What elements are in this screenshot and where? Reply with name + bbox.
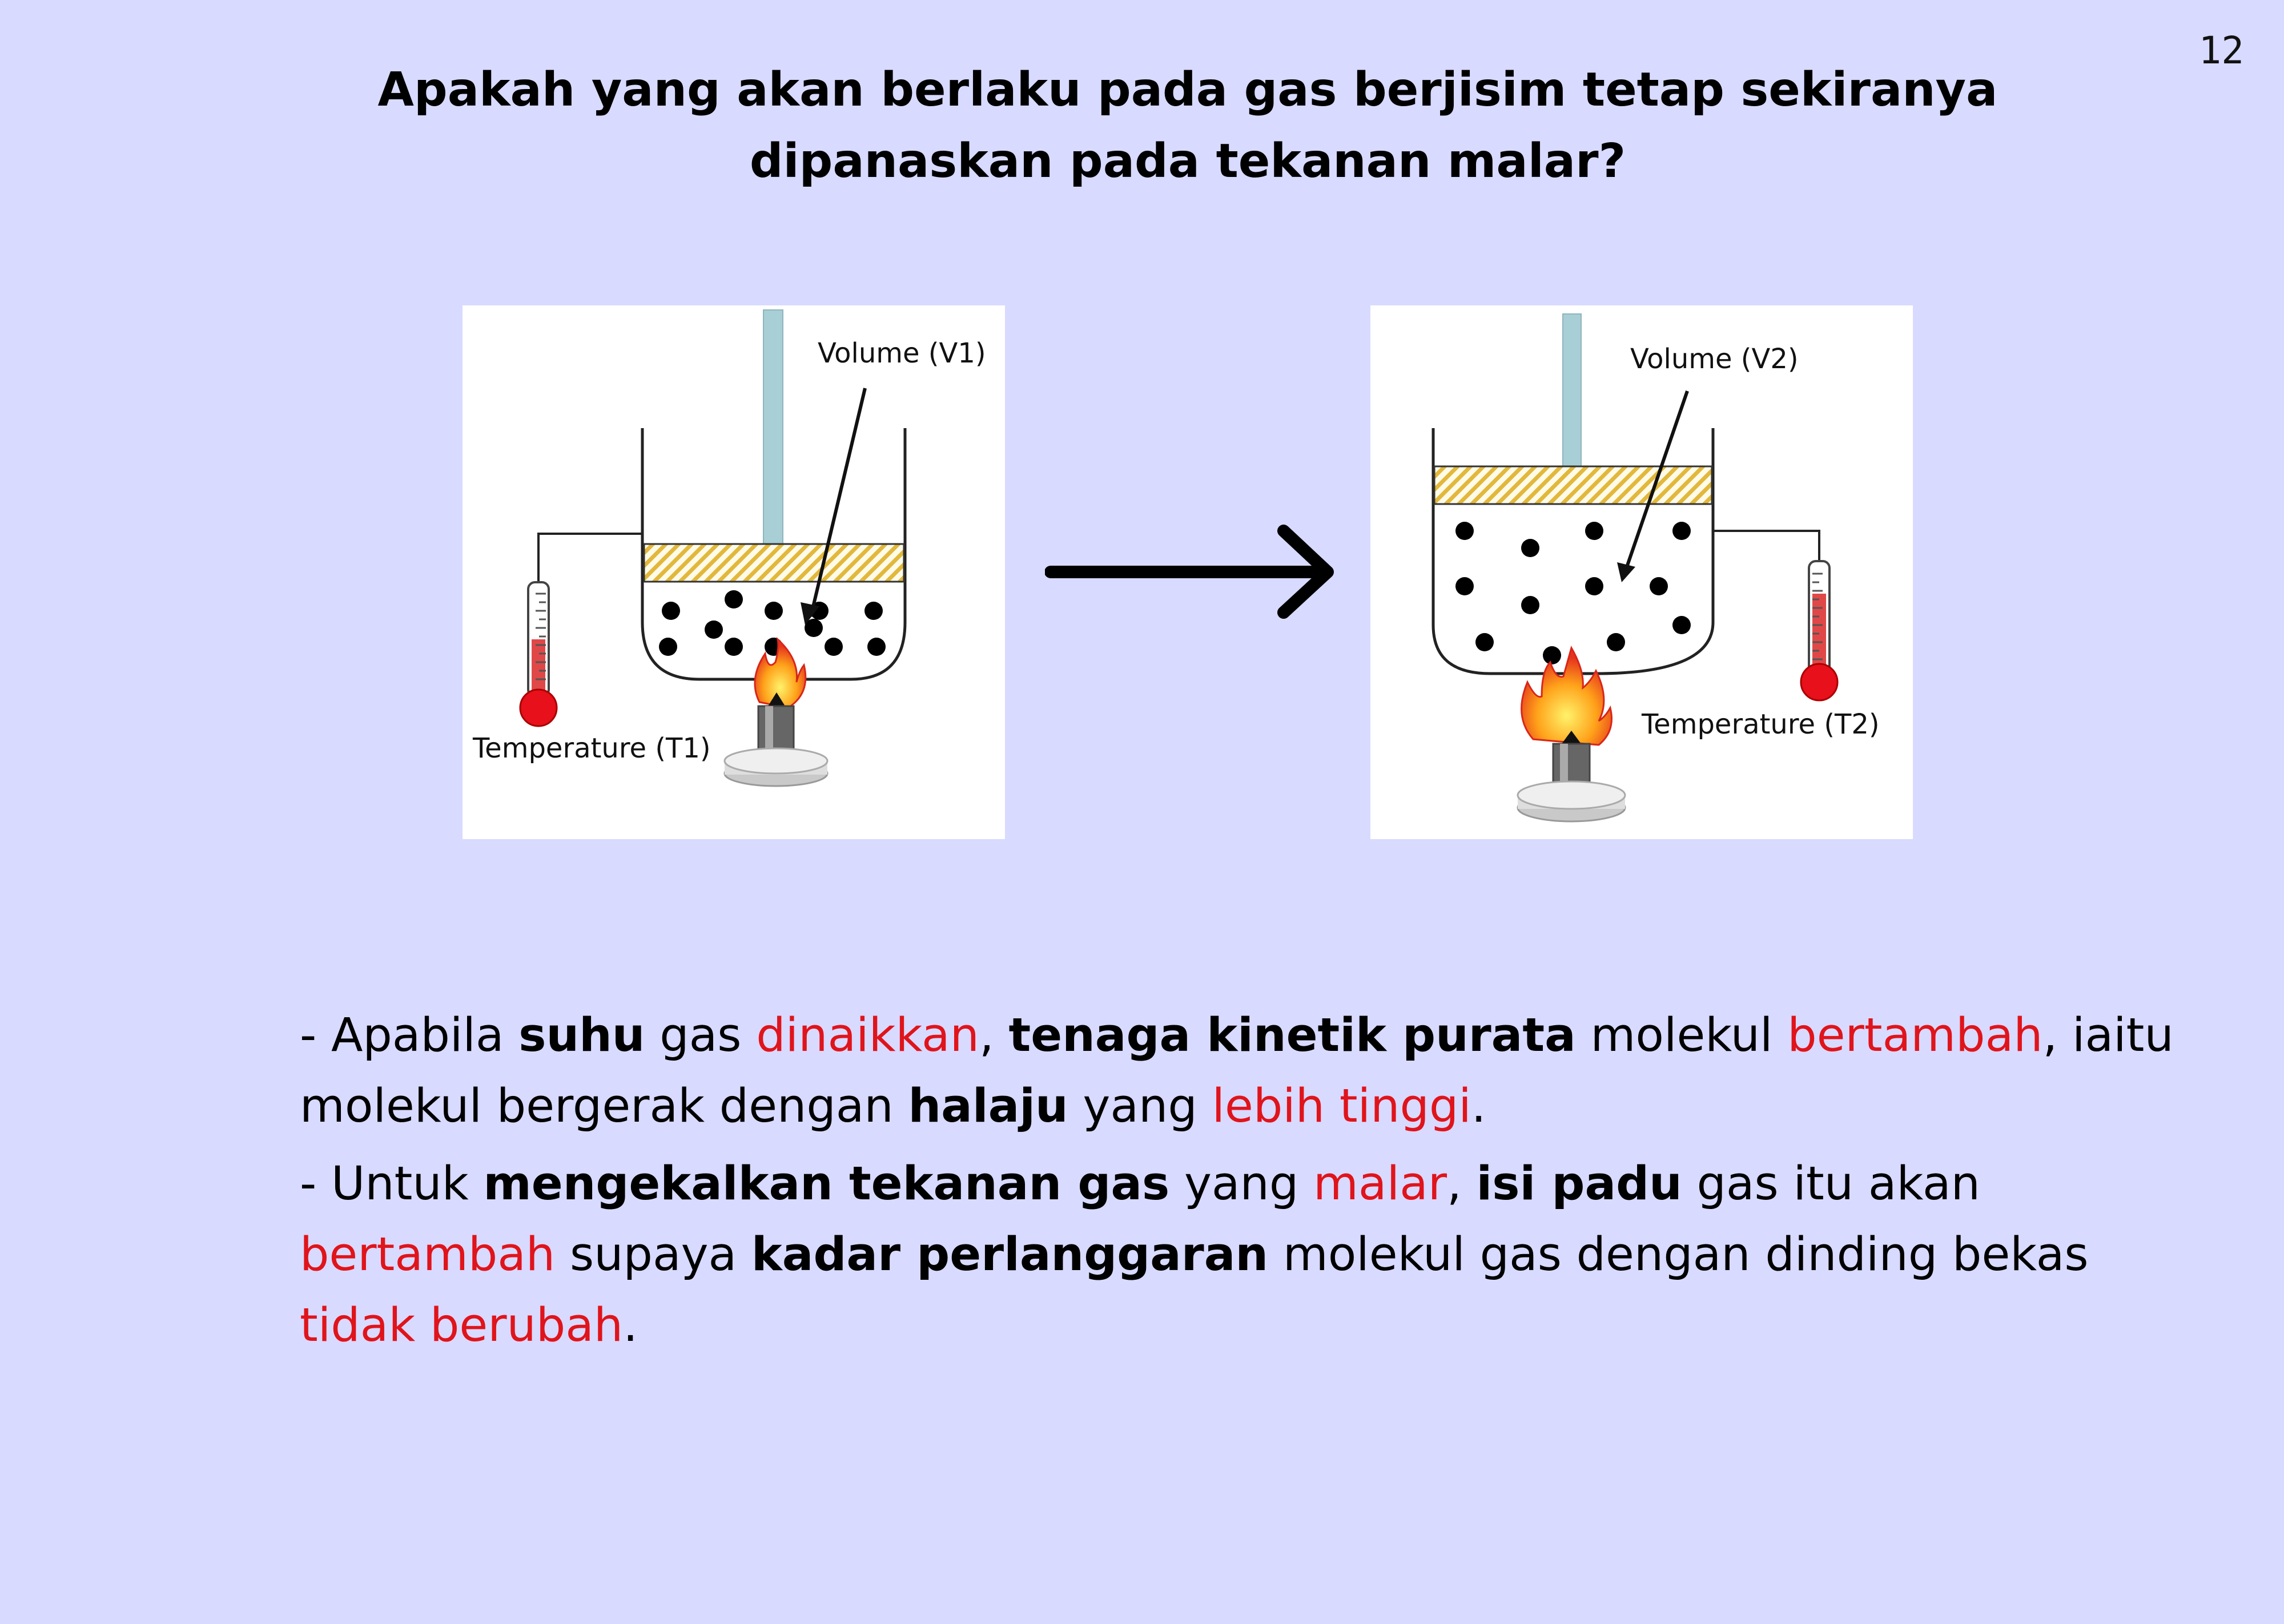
gas-molecules — [1455, 522, 1691, 664]
thermometer-wire — [537, 533, 642, 582]
bold-term: mengekalkan tekanan gas — [483, 1157, 1170, 1211]
bunsen-burner — [1517, 646, 1626, 823]
volume-label: Volume (V2) — [1630, 343, 1799, 375]
thermometer — [1800, 560, 1839, 702]
bold-term: isi padu — [1476, 1157, 1682, 1211]
highlighted-term: lebih tinggi — [1212, 1079, 1471, 1133]
page-title: Apakah yang akan berlaku pada gas berjis… — [343, 54, 2033, 197]
text-segment: , — [979, 1009, 1009, 1062]
transition-arrow-icon — [1045, 525, 1334, 619]
bold-term: suhu — [518, 1009, 645, 1062]
text-segment: . — [623, 1299, 638, 1352]
text-segment: molekul — [1575, 1009, 1788, 1062]
diagram-after-heating: Volume (V2) Temperature (T2) — [1370, 305, 1913, 839]
bold-term: tenaga kinetik purata — [1008, 1009, 1576, 1062]
highlighted-term: tidak berubah — [300, 1299, 624, 1352]
volume-pointer-arrow — [809, 388, 867, 617]
highlighted-term: malar — [1313, 1157, 1447, 1211]
bunsen-burner — [723, 636, 829, 787]
temperature-label: Temperature (T2) — [1641, 708, 1880, 740]
container — [1431, 428, 1715, 675]
highlighted-term: dinaikkan — [756, 1009, 979, 1062]
title-line-2: dipanaskan pada tekanan malar? — [749, 134, 1626, 188]
explanation-text: - Apabila suhu gas dinaikkan, tenaga kin… — [300, 1000, 2195, 1368]
volume-pointer-arrowhead — [1617, 562, 1635, 582]
piston — [1433, 465, 1713, 505]
explanation-paragraph-2: - Untuk mengekalkan tekanan gas yang mal… — [300, 1149, 2195, 1361]
text-segment: yang — [1068, 1079, 1212, 1133]
volume-pointer-arrowhead — [801, 602, 819, 625]
gas-molecules — [659, 590, 886, 656]
text-segment: - Apabila — [300, 1009, 519, 1062]
title-line-1: Apakah yang akan berlaku pada gas berjis… — [377, 63, 1998, 117]
text-segment: . — [1471, 1079, 1486, 1133]
explanation-paragraph-1: - Apabila suhu gas dinaikkan, tenaga kin… — [300, 1000, 2195, 1142]
text-segment: , — [1447, 1157, 1477, 1211]
text-segment: yang — [1169, 1157, 1314, 1211]
thermometer-wire — [1713, 530, 1820, 561]
text-segment: , iaitu molekul bergerak dengan — [300, 1009, 2174, 1133]
text-segment: molekul gas dengan dinding bekas — [1268, 1228, 2089, 1282]
page-number: 12 — [2198, 29, 2244, 72]
bold-term: halaju — [908, 1079, 1068, 1133]
text-segment: supaya — [555, 1228, 751, 1282]
volume-label: Volume (V1) — [818, 337, 986, 369]
highlighted-term: bertambah — [1787, 1009, 2043, 1062]
text-segment: gas itu akan — [1682, 1157, 1980, 1211]
text-segment: - Untuk — [300, 1157, 484, 1211]
highlighted-term: bertambah — [300, 1228, 556, 1282]
piston — [643, 543, 905, 583]
temperature-label: Temperature (T1) — [472, 732, 711, 764]
thermometer — [519, 581, 558, 727]
diagram-before-heating: Volume (V1) Temperature (T1) — [463, 305, 1005, 839]
bold-term: kadar perlanggaran — [751, 1228, 1269, 1282]
piston-rod — [1562, 313, 1582, 475]
volume-pointer-arrow — [1623, 390, 1689, 574]
piston-rod — [763, 309, 783, 545]
text-segment: gas — [645, 1009, 757, 1062]
